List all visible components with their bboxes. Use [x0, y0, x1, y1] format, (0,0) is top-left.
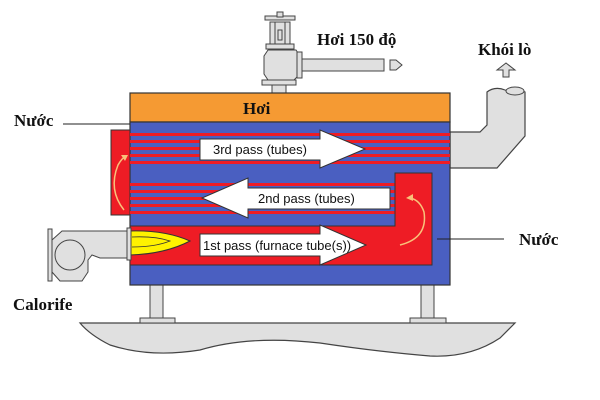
support-leg-left [139, 284, 176, 324]
burner-calorife [47, 227, 132, 282]
label-burner: Calorife [13, 295, 73, 314]
flue-gas-arrow-icon [495, 62, 517, 78]
support-leg-right [409, 284, 447, 324]
flow-curve-right [399, 197, 426, 246]
label-water-left: Nước [14, 111, 54, 130]
label-steam-out: Hơi 150 độ [317, 30, 396, 49]
ground-foundation [78, 322, 517, 357]
label-3rd-pass: 3rd pass (tubes) [213, 142, 307, 157]
label-2nd-pass: 2nd pass (tubes) [258, 191, 355, 206]
steam-valve [261, 11, 303, 94]
steam-space [129, 92, 451, 123]
steam-out-arrow-icon [389, 59, 403, 71]
flow-curve-right-arrowhead [406, 194, 413, 201]
label-1st-pass: 1st pass (furnace tube(s)) [203, 238, 351, 253]
flow-curve-left-arrowhead [121, 155, 128, 161]
arrow-1st-pass [199, 224, 368, 266]
label-steam-space: Hơi [243, 99, 271, 118]
chimney-flue [449, 87, 526, 169]
rear-reversal-chamber [110, 129, 131, 216]
arrow-2nd-pass [200, 177, 391, 219]
steam-outlet-pipe [299, 58, 385, 72]
label-flue-gas: Khói lò [478, 40, 531, 59]
label-water-right: Nước [519, 230, 559, 249]
arrow-3rd-pass [199, 129, 367, 169]
chimney-opening [505, 86, 525, 96]
flame-inner [131, 236, 172, 248]
